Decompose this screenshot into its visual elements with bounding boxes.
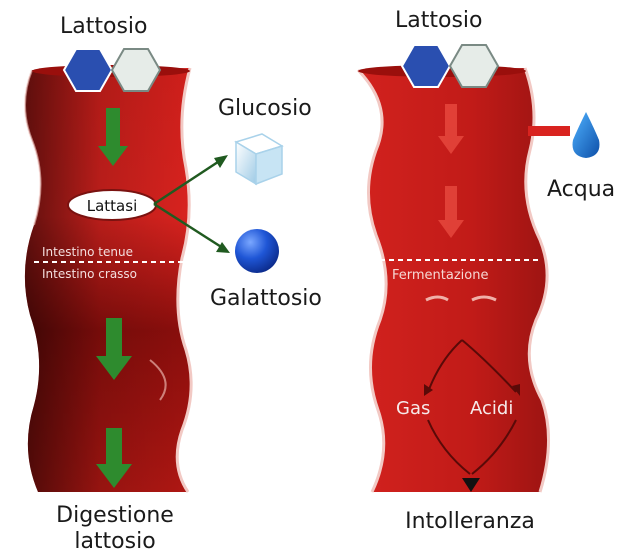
intolerance-label: Intolleranza <box>405 509 535 534</box>
galactose-label: Galattosio <box>210 286 322 311</box>
section-lower-label: Intestino crasso <box>42 267 137 281</box>
water-connector <box>528 126 570 136</box>
section-upper-label: Intestino tenue <box>42 245 133 259</box>
glucose-ice-cube-icon <box>236 134 282 184</box>
left-result-line1: Digestione <box>56 503 174 528</box>
left-result-line2: lattosio <box>74 529 155 554</box>
gas-label: Gas <box>396 398 430 419</box>
acids-label: Acidi <box>470 398 513 419</box>
right-title: Lattosio <box>395 8 482 33</box>
glucose-label: Glucosio <box>218 96 312 121</box>
galactose-sphere-icon <box>235 229 279 273</box>
water-drop-icon <box>573 112 600 158</box>
lactase-label: Lattasi <box>87 197 138 215</box>
fermentation-label: Fermentazione <box>392 268 488 283</box>
left-title: Lattosio <box>60 14 147 39</box>
water-label: Acqua <box>547 177 615 202</box>
